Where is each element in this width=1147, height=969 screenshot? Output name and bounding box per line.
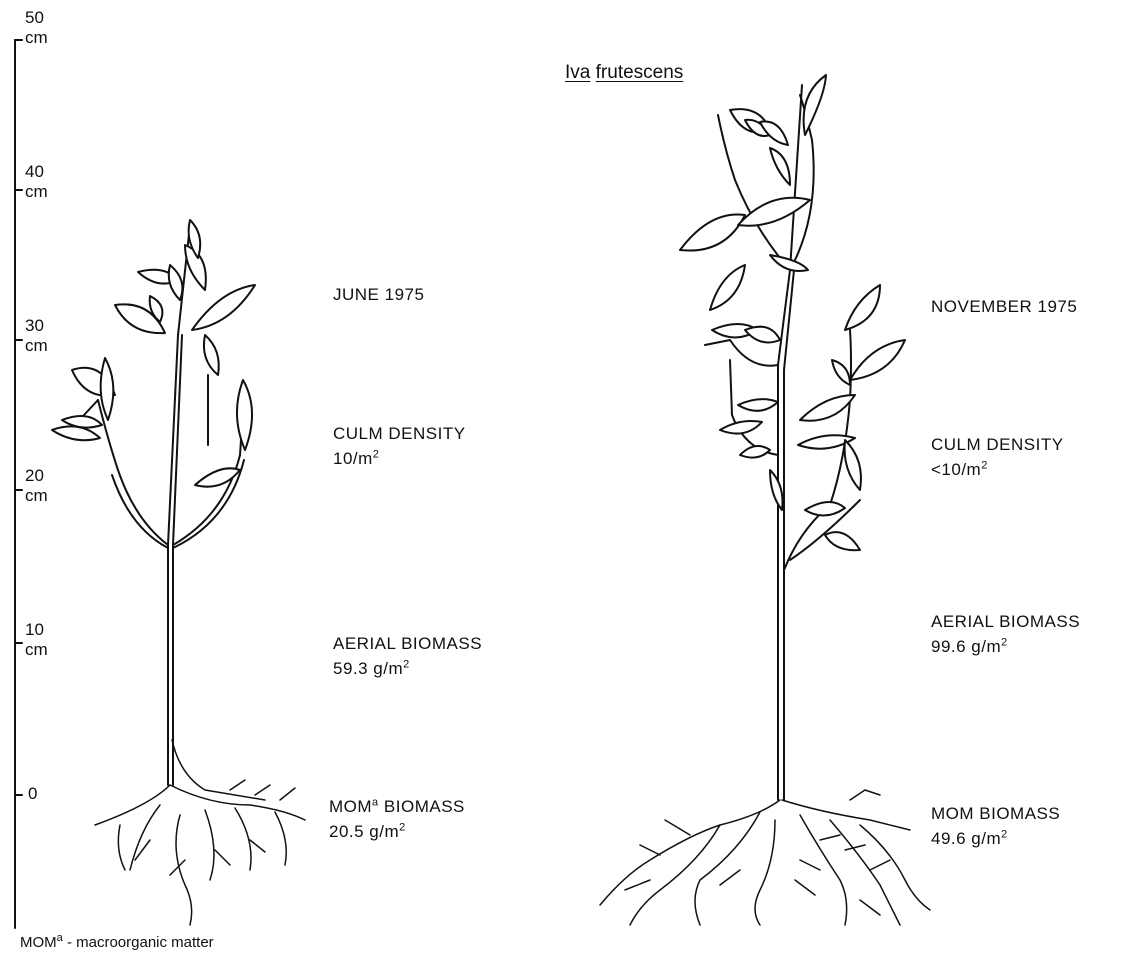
scale-value-40: 40 <box>25 162 48 182</box>
june-culm-value-text: 10/m <box>333 449 373 468</box>
june-date: JUNE 1975 <box>333 283 424 308</box>
height-scale-bar <box>15 40 22 928</box>
footnote-term: MOM <box>20 934 57 951</box>
scale-label-20: 20 cm <box>25 466 48 505</box>
species-title: Iva frutescens <box>565 62 683 84</box>
scale-label-50: 50 cm <box>25 8 48 47</box>
november-culm-unit-sup: 2 <box>981 459 988 471</box>
scale-value-50: 50 <box>25 8 48 28</box>
scale-unit-40: cm <box>25 182 48 202</box>
scale-value-0: 0 <box>28 784 37 804</box>
november-aerial-biomass: AERIAL BIOMASS 99.6 g/m2 <box>931 610 1080 659</box>
november-roots <box>600 790 930 925</box>
june-culm-value: 10/m2 <box>333 447 466 472</box>
june-mom-prefix: MOM <box>329 797 372 816</box>
june-mom-biomass: MOMa BIOMASS 20.5 g/m2 <box>329 795 465 844</box>
november-mom-value-text: 49.6 g/m <box>931 829 1001 848</box>
november-culm-value-text: <10/m <box>931 460 981 479</box>
scale-label-30: 30 cm <box>25 316 48 355</box>
june-roots <box>95 740 305 925</box>
november-mom-unit-sup: 2 <box>1001 828 1008 840</box>
june-mom-value: 20.5 g/m2 <box>329 820 465 845</box>
june-aerial-value: 59.3 g/m2 <box>333 657 482 682</box>
scale-unit-30: cm <box>25 336 48 356</box>
title-genus: Iva <box>565 62 590 83</box>
november-date: NOVEMBER 1975 <box>931 295 1077 320</box>
june-aerial-unit-sup: 2 <box>403 658 410 670</box>
june-culm-label: CULM DENSITY <box>333 422 466 447</box>
june-mom-footnote-mark: a <box>372 796 379 808</box>
november-culm-density: CULM DENSITY <10/m2 <box>931 433 1064 482</box>
june-mom-label-row: MOMa BIOMASS <box>329 795 465 820</box>
june-aerial-value-text: 59.3 g/m <box>333 659 403 678</box>
scale-value-30: 30 <box>25 316 48 336</box>
june-mom-unit-sup: 2 <box>399 821 406 833</box>
june-leaves <box>52 220 255 487</box>
november-aerial-unit-sup: 2 <box>1001 636 1008 648</box>
scale-unit-10: cm <box>25 640 48 660</box>
june-mom-value-text: 20.5 g/m <box>329 822 399 841</box>
scale-value-10: 10 <box>25 620 48 640</box>
footnote-text: - macroorganic matter <box>63 934 214 951</box>
scale-label-0: 0 <box>28 784 37 804</box>
november-mom-label: MOM BIOMASS <box>931 802 1060 827</box>
title-species: frutescens <box>596 62 684 83</box>
november-culm-value: <10/m2 <box>931 458 1064 483</box>
november-aerial-value: 99.6 g/m2 <box>931 635 1080 660</box>
november-culm-label: CULM DENSITY <box>931 433 1064 458</box>
june-aerial-label: AERIAL BIOMASS <box>333 632 482 657</box>
november-mom-biomass: MOM BIOMASS 49.6 g/m2 <box>931 802 1060 851</box>
november-mom-value: 49.6 g/m2 <box>931 827 1060 852</box>
june-aerial-biomass: AERIAL BIOMASS 59.3 g/m2 <box>333 632 482 681</box>
footnote: MOMa - macroorganic matter <box>20 934 214 951</box>
november-aerial-label: AERIAL BIOMASS <box>931 610 1080 635</box>
june-culm-density: CULM DENSITY 10/m2 <box>333 422 466 471</box>
june-mom-label: BIOMASS <box>384 797 465 816</box>
scale-unit-20: cm <box>25 486 48 506</box>
scale-label-10: 10 cm <box>25 620 48 659</box>
june-culm-unit-sup: 2 <box>373 448 380 460</box>
november-aerial-value-text: 99.6 g/m <box>931 637 1001 656</box>
november-leaves <box>680 75 905 550</box>
scale-value-20: 20 <box>25 466 48 486</box>
scale-label-40: 40 cm <box>25 162 48 201</box>
scale-unit-50: cm <box>25 28 48 48</box>
